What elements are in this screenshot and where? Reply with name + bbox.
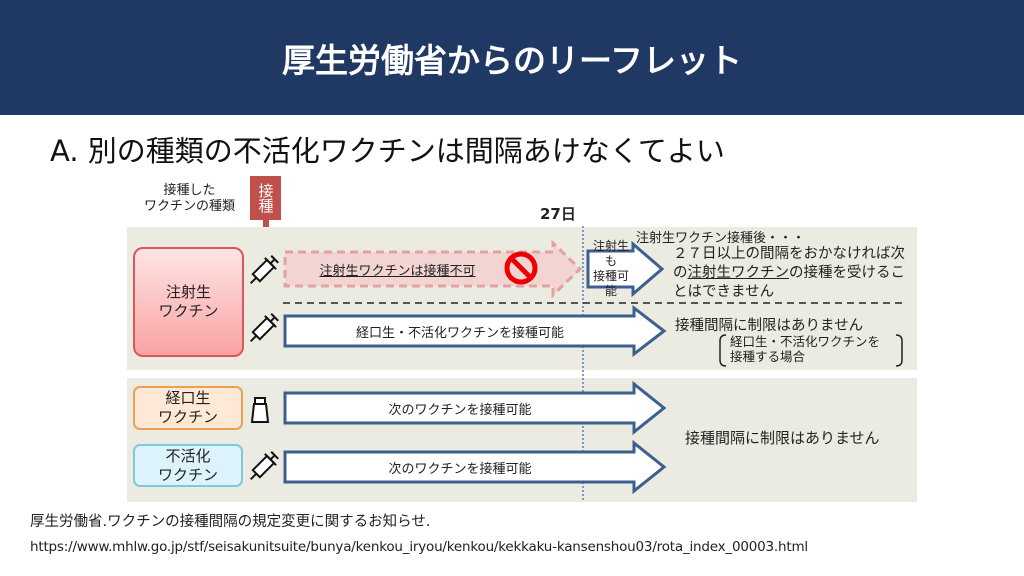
note-text: の <box>673 265 688 281</box>
forbidden-arrow <box>283 239 583 299</box>
note-line: とはできません <box>673 284 775 300</box>
vaccine-box-live-oral: 経口生 ワクチン <box>133 386 243 430</box>
arrow-label-forbidden: 注射生ワクチンは接種不可 <box>319 263 476 279</box>
arrow-label-next-1: 次のワクチンを接種可能 <box>388 402 532 418</box>
note-line: の注射生ワクチンの接種を受けるこ <box>673 264 905 283</box>
header-bar: 厚生労働省からのリーフレット <box>0 0 1024 115</box>
note-after-injection-head: 注射生ワクチン接種後・・・ <box>636 231 806 246</box>
vaccine-box-inactivated: 不活化 ワクチン <box>133 444 243 487</box>
note-no-limit-paren: 経口生・不活化ワクチンを 接種する場合 <box>730 334 881 364</box>
source-citation: 厚生労働省.ワクチンの接種間隔の規定変更に関するお知らせ. <box>30 514 431 530</box>
note-underlined-text: 注射生ワクチン <box>687 265 790 281</box>
note-line: ２７日以上の間隔をおかなければ次 <box>673 246 905 262</box>
arrow-label-oral-inactivated: 経口生・不活化ワクチンを接種可能 <box>355 325 564 341</box>
day-marker: 27日 <box>540 205 576 223</box>
bottle-icon <box>250 397 270 423</box>
note-no-limit-2: 接種間隔に制限はありません <box>685 429 880 447</box>
next-vaccine-arrow-2 <box>283 439 667 495</box>
syringe-icon <box>249 255 279 285</box>
prohibited-icon <box>504 251 538 285</box>
note-after-injection-body: ２７日以上の間隔をおかなければ次 の注射生ワクチンの接種を受けるこ とはできませ… <box>673 245 905 302</box>
small-allowed-arrow <box>586 240 665 298</box>
note-no-limit-1: 接種間隔に制限はありません <box>675 318 864 334</box>
arrow-label-allowed-small: 注射生も 接種可能 <box>592 239 629 298</box>
next-vaccine-arrow-1 <box>283 380 667 436</box>
paren-right <box>895 334 903 367</box>
column-label: 接種した ワクチンの種類 <box>143 183 235 214</box>
injection-tag: 接種 <box>250 176 281 220</box>
syringe-icon <box>249 313 279 343</box>
note-text: の接種を受けるこ <box>789 265 905 281</box>
arrow-label-next-2: 次のワクチンを接種可能 <box>388 461 532 477</box>
paren-left <box>719 334 727 367</box>
vaccine-box-live-injection: 注射生 ワクチン <box>133 247 244 357</box>
slide-subtitle: A. 別の種類の不活化ワクチンは間隔あけなくてよい <box>50 134 725 168</box>
source-url[interactable]: https://www.mhlw.go.jp/stf/seisakunitsui… <box>30 539 808 555</box>
page-title: 厚生労働省からのリーフレット <box>281 40 743 80</box>
syringe-icon <box>249 451 279 481</box>
oral-inactivated-arrow <box>283 304 667 358</box>
